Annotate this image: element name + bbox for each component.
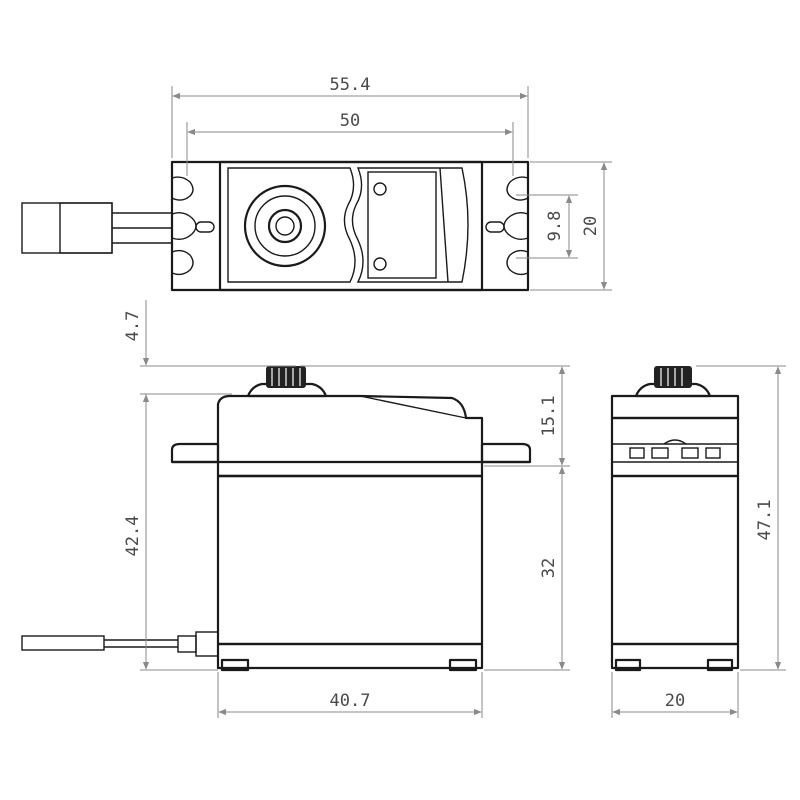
front-mount-flange-right [480, 442, 532, 464]
dim-label-4-7: 4.7 [123, 311, 143, 342]
side-view: 47.1 20 [610, 365, 786, 718]
dim-side-total-height: 47.1 [696, 365, 786, 671]
front-top-housing [216, 394, 484, 478]
dim-side-width: 20 [611, 672, 739, 718]
side-foot-right [706, 658, 734, 672]
dim-label-47-1: 47.1 [755, 500, 775, 541]
side-spline-gear [654, 366, 692, 388]
top-left-cover [227, 167, 356, 283]
side-bottom-cap [610, 642, 740, 670]
dim-front-mount-height: 42.4 [123, 394, 218, 671]
dim-label-42-4: 42.4 [123, 516, 143, 557]
top-connector-body [59, 202, 113, 254]
side-foot-left [614, 658, 642, 672]
side-top-cap [610, 394, 740, 420]
top-right-mount-slots [485, 176, 529, 276]
dim-front-spline-height: 4.7 [123, 300, 296, 412]
top-flange-outline [170, 160, 530, 292]
dim-label-15-1: 15.1 [539, 396, 559, 437]
dim-front-lower-height: 32 [484, 466, 570, 671]
top-right-cover [351, 167, 469, 283]
top-connector-plug [21, 202, 113, 254]
front-spline-gear [266, 366, 306, 388]
dim-top-depth: 20 [530, 161, 612, 291]
front-mount-flange [170, 442, 220, 464]
top-left-mount-slots [171, 176, 215, 276]
top-wire-bundle [112, 212, 172, 244]
top-output-spline [243, 184, 327, 268]
dim-front-width: 40.7 [217, 672, 483, 718]
side-mount-tabs [612, 439, 738, 463]
dim-label-55-4: 55.4 [330, 75, 371, 95]
top-case-body [218, 160, 484, 292]
top-screw-hole-lower [373, 257, 387, 271]
front-bottom-cap [216, 642, 484, 670]
dim-label-9-8: 9.8 [545, 211, 565, 242]
front-foot-right [448, 658, 478, 672]
front-main-case [216, 474, 484, 646]
top-screw-hole-upper [373, 182, 387, 196]
front-foot-left [220, 658, 250, 672]
dim-label-32: 32 [539, 558, 559, 578]
top-label-panel [367, 171, 437, 279]
dim-label-40-7: 40.7 [330, 691, 371, 711]
dim-top-hole-spacing: 50 [186, 111, 514, 176]
front-housing-bevel [359, 395, 467, 419]
side-main-case [610, 474, 740, 646]
dim-top-hole-offset: 9.8 [516, 194, 578, 259]
side-upper-housing [610, 416, 740, 478]
dim-label-20-top: 20 [581, 216, 601, 236]
top-view: 55.4 50 9.8 20 [21, 75, 612, 292]
dim-label-50: 50 [340, 111, 360, 131]
side-spline-base [634, 382, 712, 398]
front-wire-assembly [21, 631, 219, 657]
dim-front-upper-height: 15.1 [300, 365, 570, 467]
dim-top-overall-width: 55.4 [171, 75, 529, 158]
front-spline-base [246, 382, 328, 398]
front-view: 4.7 15.1 42.4 32 40.7 [21, 300, 570, 718]
dim-label-20-side: 20 [665, 691, 685, 711]
